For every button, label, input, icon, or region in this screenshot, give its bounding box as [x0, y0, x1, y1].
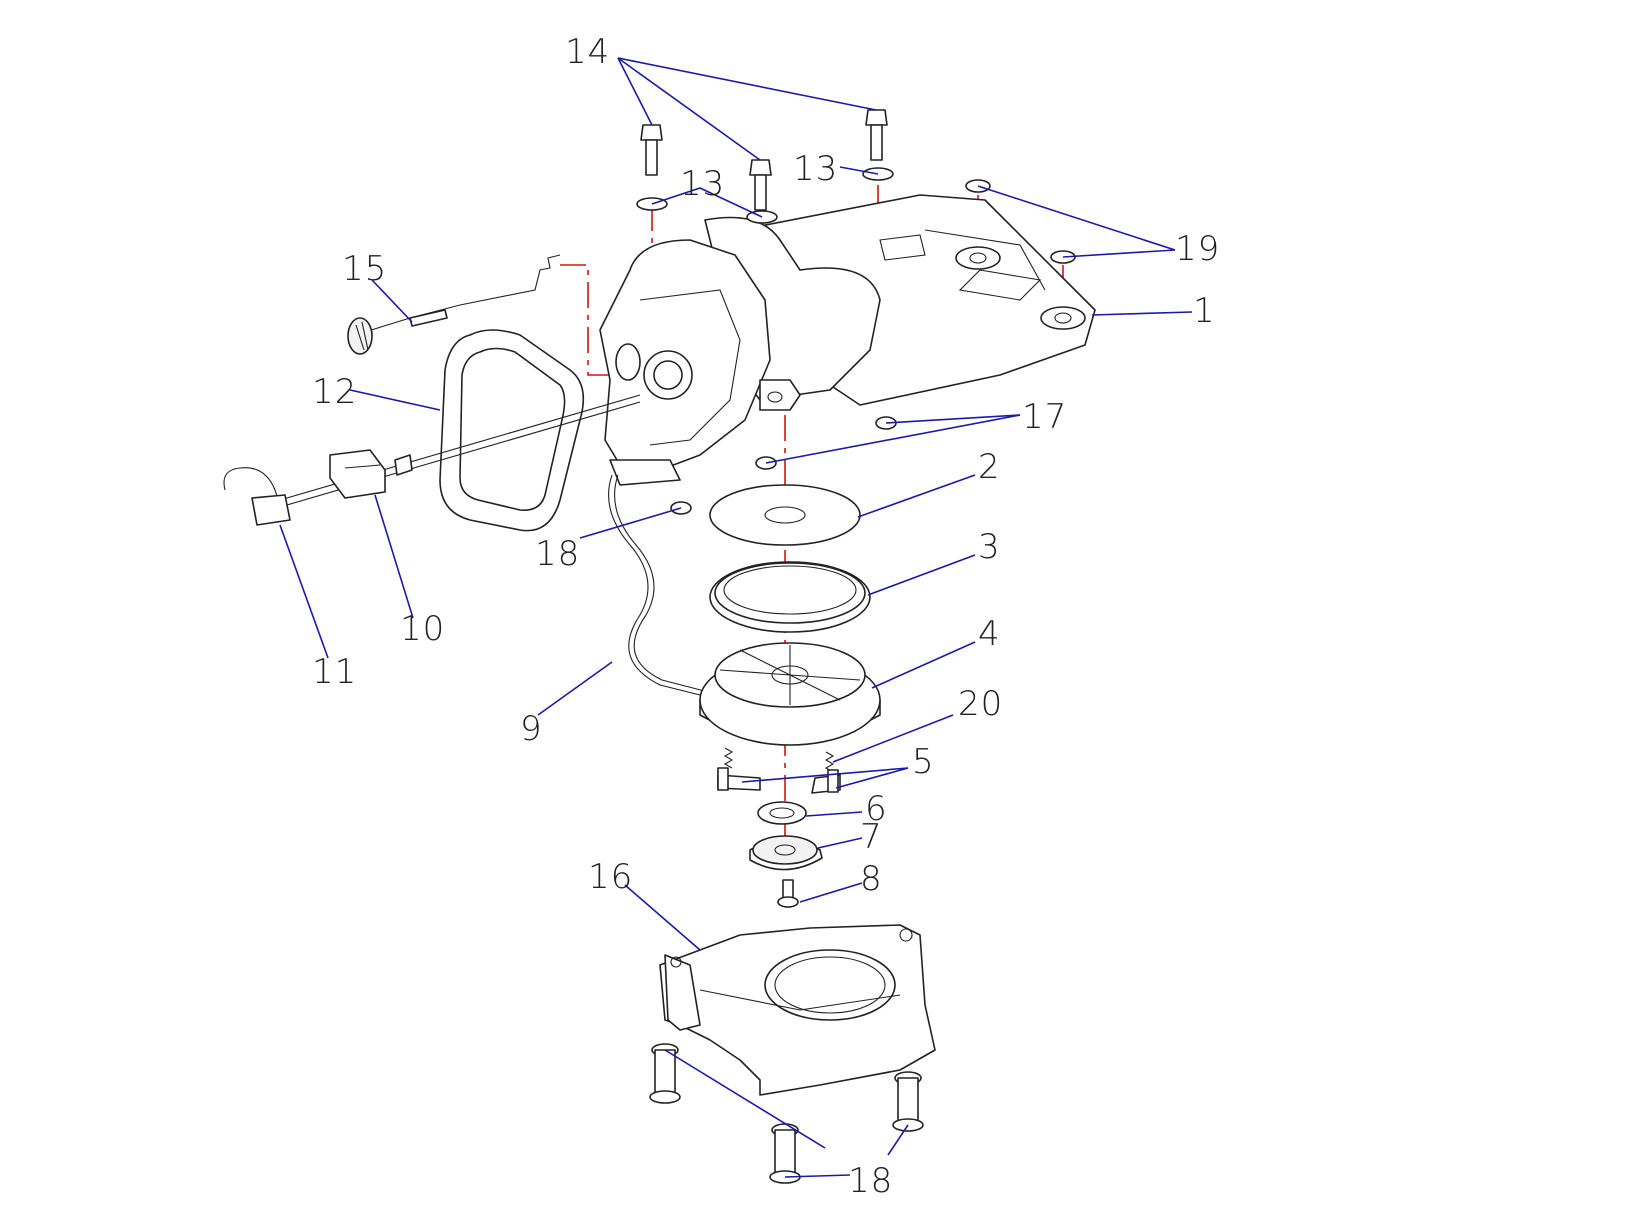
- callout-12: 12: [312, 372, 357, 412]
- callout-2: 2: [978, 447, 1001, 487]
- part-7-ratchet: [749, 835, 823, 871]
- part-4-pulley: [699, 642, 881, 746]
- callout-13-left: 13: [680, 164, 725, 204]
- part-15-bolts: [640, 109, 888, 211]
- callout-labels: 14 13 13 19 1 15 12 17 18 2 3 4 20 5 6 7…: [312, 32, 1220, 1201]
- callout-7: 7: [860, 817, 883, 857]
- part-8-screw: [777, 879, 799, 908]
- part-9-cable: [608, 474, 721, 701]
- callout-15: 14: [565, 32, 610, 72]
- part-20-springs: [723, 747, 835, 773]
- callout-20: 20: [958, 684, 1003, 724]
- callout-13-right: 13: [793, 149, 838, 189]
- part-14-cover: [659, 924, 936, 1096]
- callout-18-left: 18: [535, 534, 580, 574]
- callout-1: 1: [1193, 291, 1216, 331]
- part-10-11-cable-assembly: [223, 394, 641, 526]
- part-5-pawls: [717, 767, 841, 794]
- callout-10: 10: [400, 609, 445, 649]
- callout-17: 19: [1175, 229, 1220, 269]
- part-6-washer: [757, 801, 807, 825]
- leader-lines: [279, 57, 1193, 1178]
- callout-8: 8: [860, 859, 883, 899]
- part-12-air-filter-frame: [439, 329, 585, 532]
- callout-6: 6: [865, 789, 888, 829]
- part-2-disc: [709, 484, 861, 546]
- callout-18-right: 17: [1022, 397, 1067, 437]
- callout-16: 15: [342, 249, 387, 289]
- callout-19: 18: [848, 1161, 893, 1201]
- callout-5: 5: [912, 742, 935, 782]
- callout-14: 16: [588, 857, 633, 897]
- callout-4: 4: [978, 614, 1001, 654]
- callout-9: 9: [520, 709, 543, 749]
- part-16-throttle-rod: [347, 254, 561, 355]
- part-3-ring: [709, 561, 871, 633]
- callout-11: 11: [312, 652, 357, 692]
- callout-3: 3: [978, 527, 1001, 567]
- part-1-housing: [599, 194, 1096, 486]
